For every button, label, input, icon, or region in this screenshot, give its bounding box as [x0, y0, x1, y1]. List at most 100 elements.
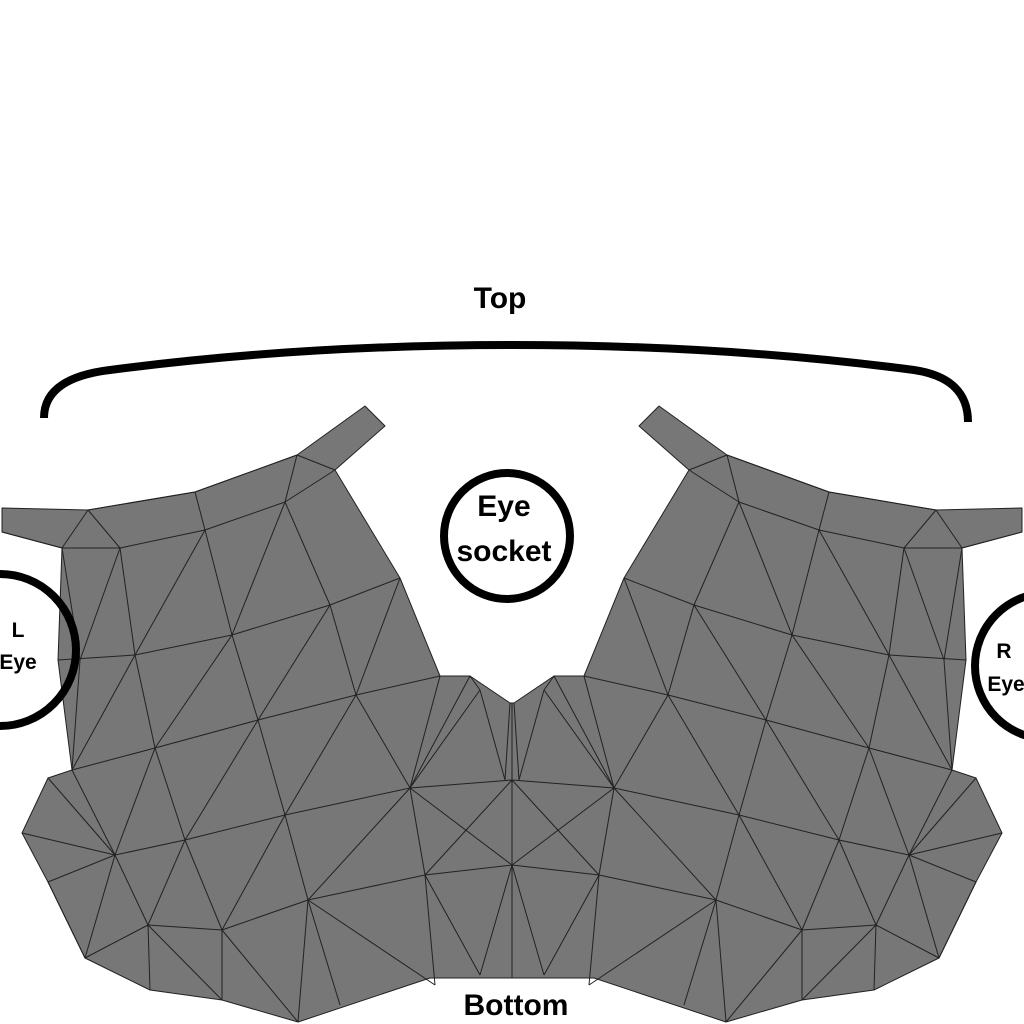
- left-mesh-edge: [329, 604, 357, 696]
- right-mesh-edge: [791, 529, 820, 636]
- left-mesh-edge: [424, 874, 436, 986]
- right-mesh-edge: [588, 874, 600, 986]
- right-mesh-edge: [935, 509, 963, 549]
- left-mesh-edge: [231, 604, 331, 636]
- right-mesh-edge: [818, 529, 905, 549]
- left-mesh-edge: [284, 694, 357, 816]
- left-mesh-edge: [71, 654, 136, 771]
- right-mesh-edge: [693, 604, 767, 721]
- left-mesh-edge: [284, 787, 411, 816]
- right-eye-label-line2: Eye: [987, 673, 1024, 696]
- right-eye-label-line1: R: [996, 640, 1011, 663]
- left-mesh-edge: [84, 924, 149, 959]
- right-mesh-edge: [543, 689, 615, 789]
- left-mesh-edge: [154, 747, 186, 841]
- eye-socket-circle: [440, 469, 574, 603]
- right-mesh-edge: [765, 719, 870, 749]
- right-mesh-edge: [903, 547, 945, 661]
- right-mesh-edge: [726, 454, 830, 493]
- left-mesh-edge: [47, 777, 116, 856]
- left-mesh-edge: [194, 454, 298, 493]
- left-mesh-edge: [71, 747, 156, 771]
- right-mesh-edge: [513, 702, 520, 781]
- left-mesh-edge: [147, 924, 223, 1001]
- left-mesh-edge: [184, 814, 286, 841]
- left-mesh-edge: [119, 529, 206, 549]
- left-mesh-edge: [221, 814, 286, 931]
- left-mesh-edge: [87, 491, 196, 511]
- left-mesh-edge: [114, 854, 149, 926]
- right-mesh-edge: [791, 634, 890, 656]
- left-mesh-outline: [1, 405, 513, 1023]
- right-mesh-edge: [693, 501, 740, 606]
- right-mesh-edge: [801, 924, 877, 1001]
- right-mesh-edge: [543, 675, 555, 691]
- right-mesh-edge: [938, 881, 977, 959]
- left-mesh-edge: [307, 787, 411, 901]
- right-mesh-edge: [801, 839, 840, 931]
- right-mesh-edge: [683, 899, 717, 1006]
- left-mesh-edge: [61, 509, 89, 549]
- right-mesh-edge: [868, 747, 953, 771]
- left-mesh-edge: [424, 864, 513, 876]
- right-mesh-edge: [738, 719, 767, 816]
- right-eye-circle: [971, 592, 1024, 740]
- left-mesh-edge: [134, 634, 233, 656]
- left-mesh-edge: [297, 899, 309, 1023]
- eye-socket-label-line2: socket: [456, 535, 551, 568]
- right-mesh-edge: [715, 899, 727, 1023]
- left-mesh-edge: [409, 675, 441, 789]
- right-mesh-edge: [908, 769, 953, 856]
- right-mesh-edge: [511, 779, 615, 789]
- right-mesh-edge: [598, 787, 615, 876]
- right-mesh-edge: [738, 501, 793, 636]
- left-mesh-edge: [355, 675, 441, 696]
- left-mesh-edge: [355, 694, 411, 789]
- left-mesh-edge: [84, 854, 116, 959]
- right-mesh-edge: [715, 814, 740, 901]
- right-mesh-edge: [943, 659, 953, 771]
- right-mesh-edge: [765, 719, 840, 841]
- right-mesh-edge: [623, 577, 669, 696]
- left-mesh-edge: [47, 881, 86, 959]
- left-mesh-edge: [409, 787, 426, 876]
- right-mesh-edge: [838, 839, 877, 926]
- left-mesh-edge: [409, 675, 471, 789]
- right-mesh-edge: [873, 924, 877, 991]
- left-mesh-edge: [307, 874, 426, 901]
- left-mesh-edge: [184, 719, 259, 841]
- right-mesh-edge: [903, 509, 937, 549]
- right-mesh-edge: [738, 501, 820, 531]
- left-mesh-edge: [21, 832, 116, 856]
- left-mesh-edge: [479, 864, 513, 976]
- right-mesh-edge: [818, 491, 830, 531]
- left-mesh-edge: [231, 501, 286, 636]
- left-mesh-edge: [154, 634, 233, 749]
- right-mesh-edge: [598, 874, 717, 901]
- left-mesh-edge: [284, 501, 331, 606]
- right-mesh-edge: [667, 694, 767, 721]
- right-mesh-edge: [961, 531, 1023, 549]
- right-mesh-edge: [908, 854, 977, 883]
- right-mesh-edge: [613, 787, 717, 901]
- right-mesh-edge: [888, 654, 967, 661]
- left-mesh-edge: [204, 529, 233, 636]
- right-mesh-edge: [623, 577, 695, 606]
- left-mesh-edge: [134, 654, 156, 749]
- right-mesh-edge: [726, 454, 740, 503]
- right-mesh-edge: [791, 634, 870, 749]
- eye-socket-label-line1: Eye: [477, 490, 530, 523]
- right-mesh-edge: [613, 787, 740, 816]
- right-mesh-edge: [553, 675, 615, 789]
- triangle-mesh: [1, 405, 1023, 1023]
- left-mesh-edge: [47, 854, 116, 883]
- left-mesh-edge: [134, 529, 206, 656]
- bottom-label: Bottom: [464, 989, 569, 1022]
- right-mesh-edge: [908, 854, 940, 959]
- right-mesh-edge: [943, 547, 963, 661]
- right-mesh-edge: [875, 854, 910, 926]
- right-mesh-edge: [511, 787, 615, 866]
- right-mesh-edge: [888, 654, 953, 771]
- left-mesh-edge: [147, 924, 223, 931]
